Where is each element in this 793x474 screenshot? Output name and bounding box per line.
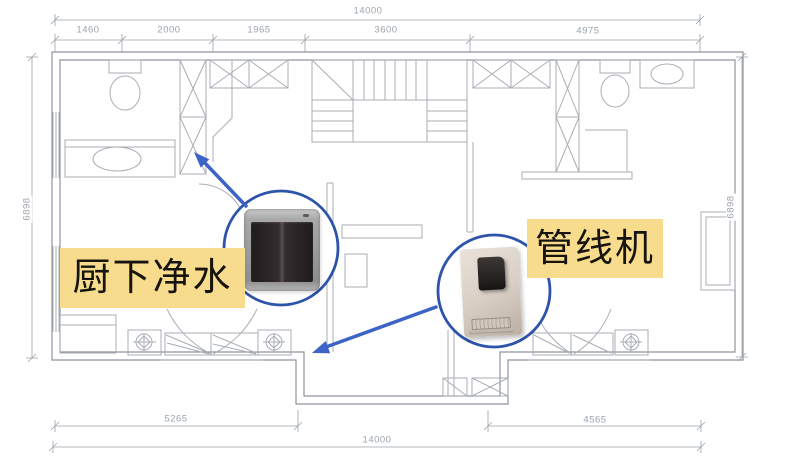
dim-top-seg-3: 1965	[245, 24, 273, 36]
plant-symbol-3	[614, 329, 649, 356]
cabinet-hatch-b	[209, 59, 289, 89]
pipeline-machine-label: 管线机	[527, 219, 663, 278]
dim-top-seg-4: 3600	[372, 24, 400, 36]
side-table	[344, 253, 368, 288]
shower-partition	[212, 60, 233, 162]
dim-top-seg-5: 4975	[574, 25, 602, 37]
bath-right-bench	[521, 171, 633, 180]
pipeline-dispenser-image	[459, 246, 523, 338]
console-table	[341, 224, 423, 239]
dim-left-height: 6898	[21, 195, 33, 223]
toilet-left	[108, 59, 142, 111]
dim-bottom-left: 5265	[162, 413, 190, 425]
dim-top-total: 14000	[351, 5, 385, 17]
plant-symbol-1	[127, 329, 162, 356]
cabinet-hatch-a	[179, 59, 207, 175]
under-sink-water-purifier-image	[244, 209, 320, 291]
dim-top-seg-1: 1460	[74, 24, 102, 36]
purifier-led-icon	[303, 214, 309, 217]
cabinet-hatch-d	[555, 59, 580, 173]
cabinet-hatch-c	[472, 59, 551, 89]
step-box	[442, 377, 468, 397]
interior-partitions	[52, 59, 736, 397]
window-left-lower	[52, 246, 60, 332]
vanity-right	[639, 59, 695, 89]
dim-right-height: 6898	[725, 193, 737, 221]
dim-top-seg-2: 2000	[155, 24, 183, 36]
plant-symbol-2	[257, 329, 292, 356]
window-left-upper	[52, 112, 60, 178]
bay-window-right-wall	[700, 211, 736, 291]
staircase	[311, 59, 468, 143]
hall-wall	[466, 60, 474, 233]
kitchen-purifier-label: 厨下净水	[60, 248, 245, 308]
purifier-front-panel	[251, 222, 313, 282]
protrusion-wall	[447, 330, 455, 396]
dim-bottom-right: 4565	[581, 414, 609, 426]
dim-bottom-total: 14000	[360, 434, 394, 446]
dispenser-spout	[477, 256, 506, 291]
cabinet-bottom-left	[59, 314, 117, 354]
bath-right-partition	[585, 129, 628, 172]
vanity-left	[64, 139, 176, 178]
dispenser-drip-tray	[471, 317, 511, 331]
dimension-lines	[26, 14, 748, 453]
cabinet-hatch-e	[471, 377, 509, 397]
toilet-right	[599, 59, 631, 108]
